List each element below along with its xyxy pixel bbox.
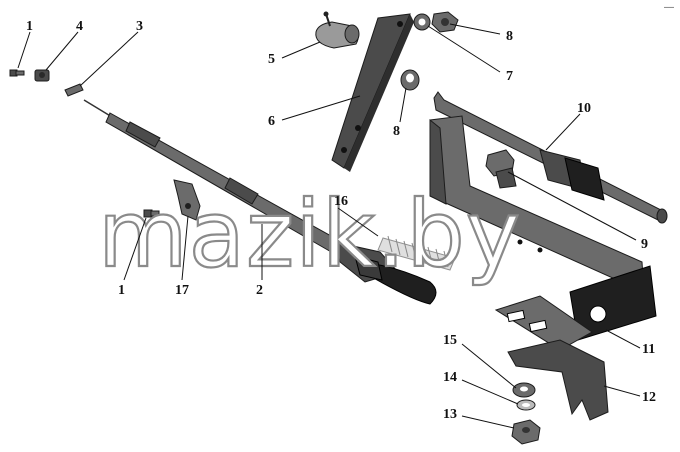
part-nut-8-top [431, 11, 459, 33]
corner-mark: — [664, 2, 674, 13]
leader-lines [17, 23, 641, 429]
part-washer-7 [413, 13, 431, 31]
part-cable-rod-2 [83, 99, 437, 305]
callout-6: 6 [268, 114, 275, 129]
callout-11: 11 [642, 342, 655, 357]
part-spring-16 [377, 235, 456, 271]
callout-9: 9 [641, 237, 648, 252]
callout-12: 12 [642, 390, 656, 405]
callout-1-bottom: 1 [118, 283, 125, 298]
part-bolt-9 [485, 149, 517, 189]
callout-8-top: 8 [506, 29, 513, 44]
part-plate-12 [494, 295, 609, 421]
part-washer-15 [512, 382, 536, 398]
part-shaft-10 [433, 91, 668, 224]
part-washer-14 [516, 399, 536, 411]
callout-17: 17 [175, 283, 189, 298]
part-nut-13 [511, 419, 541, 445]
callout-1-top: 1 [26, 19, 33, 34]
part-bracket-11 [429, 115, 657, 341]
callout-16: 16 [334, 194, 348, 209]
callout-5: 5 [268, 52, 275, 67]
part-pin-3 [64, 83, 84, 97]
callout-14: 14 [443, 370, 457, 385]
callout-8-middle: 8 [393, 124, 400, 139]
watermark-text: mazik.by [98, 181, 521, 288]
callout-3: 3 [136, 19, 143, 34]
part-screw-1-top [9, 69, 25, 77]
callout-7: 7 [506, 69, 513, 84]
part-nut-4 [34, 69, 50, 82]
part-lever-6 [331, 13, 414, 172]
callout-labels: 1 4 3 5 6 8 8 7 10 9 16 1 17 2 11 15 14 … [26, 19, 656, 422]
part-bushing-8 [400, 69, 420, 91]
callout-4: 4 [76, 19, 83, 34]
part-screw-1-bottom [143, 209, 160, 218]
part-clevis-5 [315, 11, 360, 49]
part-clip-17 [173, 179, 201, 221]
callout-2: 2 [256, 283, 263, 298]
callout-10: 10 [577, 101, 591, 116]
callout-15: 15 [443, 333, 457, 348]
callout-13: 13 [443, 407, 457, 422]
